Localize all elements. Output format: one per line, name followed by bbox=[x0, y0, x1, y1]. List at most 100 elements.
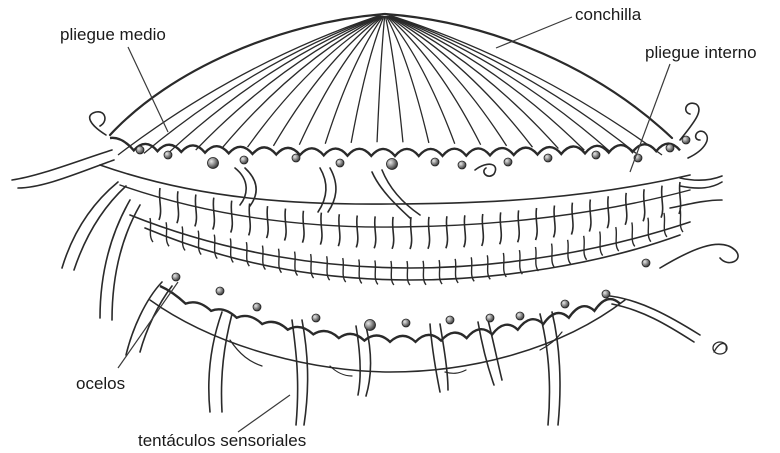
eye-ocelo bbox=[292, 154, 300, 162]
eye-ocelo bbox=[486, 314, 494, 322]
upper-short-tentacle bbox=[518, 210, 520, 242]
eye-ocelo bbox=[516, 312, 524, 320]
upper-short-tentacle bbox=[195, 194, 197, 226]
upper-short-tentacle bbox=[392, 217, 394, 249]
eye-ocelo bbox=[682, 136, 690, 144]
eye-ocelo bbox=[544, 154, 552, 162]
upper-short-tentacle bbox=[177, 191, 179, 223]
artist-monogram bbox=[713, 342, 727, 354]
eye-ocelo bbox=[164, 151, 172, 159]
upper-short-tentacle bbox=[625, 193, 627, 225]
upper-short-tentacle bbox=[338, 214, 340, 246]
eye-ocelo bbox=[208, 158, 219, 169]
eye-ocelo bbox=[136, 146, 144, 154]
inner-fold-tick bbox=[503, 253, 506, 277]
inner-fold-tick bbox=[407, 261, 410, 285]
inner-fold-tick bbox=[648, 218, 651, 242]
inner-fold-tick bbox=[519, 250, 522, 274]
leader-sensory-tentacles bbox=[238, 395, 290, 432]
inner-fold-tick bbox=[311, 254, 314, 278]
eyes-ocelos bbox=[136, 136, 690, 331]
shell-rib bbox=[377, 16, 385, 142]
label-inner-fold: pliegue interno bbox=[645, 44, 757, 61]
upper-short-tentacle bbox=[571, 203, 573, 235]
upper-short-tentacle bbox=[213, 198, 215, 230]
shell-rib bbox=[351, 16, 384, 143]
inner-fold-tick bbox=[230, 238, 233, 262]
shell-rib bbox=[391, 16, 636, 153]
leader-eyes bbox=[118, 282, 178, 368]
eye-ocelo bbox=[365, 320, 376, 331]
upper-short-tentacle bbox=[320, 213, 322, 245]
leader-inner-fold bbox=[630, 64, 670, 172]
lower-valve-outline bbox=[150, 300, 625, 376]
upper-short-tentacle bbox=[536, 208, 538, 240]
inner-fold-tick bbox=[166, 222, 169, 246]
inner-fold-tick bbox=[632, 222, 635, 246]
upper-short-tentacle bbox=[482, 214, 484, 246]
label-shell: conchilla bbox=[575, 6, 641, 23]
upper-short-tentacle bbox=[267, 206, 269, 238]
left-long-tentacles bbox=[12, 112, 140, 320]
shell-rib bbox=[273, 16, 382, 146]
eye-ocelo bbox=[431, 158, 439, 166]
upper-short-tentacle bbox=[607, 196, 609, 228]
inner-fold-tick bbox=[214, 235, 217, 259]
eye-ocelo bbox=[312, 314, 320, 322]
upper-short-tentacle bbox=[356, 215, 358, 247]
inner-fold-tick bbox=[616, 227, 619, 251]
upper-short-tentacle bbox=[500, 212, 502, 244]
inner-fold-tick bbox=[600, 232, 603, 256]
shell-rib bbox=[389, 16, 533, 147]
eye-ocelo bbox=[216, 287, 224, 295]
label-eyes: ocelos bbox=[76, 375, 125, 392]
inner-fold-tick bbox=[327, 256, 330, 280]
eye-ocelo bbox=[402, 319, 410, 327]
eye-ocelo bbox=[642, 259, 650, 267]
inner-fold-tick bbox=[198, 231, 201, 255]
shell-rib bbox=[144, 16, 379, 153]
shell-rib bbox=[248, 16, 382, 147]
eye-ocelo bbox=[336, 159, 344, 167]
upper-short-tentacle bbox=[661, 186, 663, 218]
upper-short-tentacle bbox=[589, 200, 591, 232]
eye-ocelo bbox=[240, 156, 248, 164]
inner-fold-tick bbox=[343, 258, 346, 282]
eye-ocelo bbox=[253, 303, 261, 311]
upper-short-tentacle bbox=[249, 203, 251, 235]
eye-ocelo bbox=[446, 316, 454, 324]
upper-short-tentacle bbox=[553, 205, 555, 237]
inner-fold-tick bbox=[391, 261, 394, 285]
upper-short-tentacle bbox=[410, 217, 412, 249]
upper-short-tentacle bbox=[446, 216, 448, 248]
label-middle-fold: pliegue medio bbox=[60, 26, 166, 43]
inner-fold-tick bbox=[359, 259, 362, 283]
inner-fold-tick bbox=[664, 213, 667, 237]
upper-short-tentacle bbox=[302, 211, 304, 243]
upper-short-tentacle bbox=[643, 189, 645, 221]
inner-fold-tick bbox=[568, 240, 571, 264]
shell-outline bbox=[110, 14, 672, 138]
upper-short-tentacle bbox=[159, 188, 161, 220]
upper-short-tentacle bbox=[464, 215, 466, 247]
leader-shell bbox=[496, 17, 572, 48]
inner-fold-tick bbox=[375, 260, 378, 284]
label-sensory-tentacles: tentáculos sensoriales bbox=[138, 432, 306, 449]
upper-short-tentacle bbox=[231, 201, 233, 233]
upper-short-tentacle bbox=[428, 217, 430, 249]
shell-ribs bbox=[118, 16, 662, 155]
eye-ocelo bbox=[561, 300, 569, 308]
upper-short-tentacle bbox=[374, 216, 376, 248]
upper-short-tentacle bbox=[285, 209, 287, 241]
eye-ocelo bbox=[666, 144, 674, 152]
inner-fold-tick bbox=[439, 260, 442, 284]
lower-fold-scallops bbox=[160, 286, 620, 342]
eye-ocelo bbox=[458, 161, 466, 169]
upper-mantle-body bbox=[100, 165, 690, 227]
eye-ocelo bbox=[602, 290, 610, 298]
eye-ocelo bbox=[592, 151, 600, 159]
inner-fold-tick bbox=[584, 236, 587, 260]
eye-ocelo bbox=[504, 158, 512, 166]
eye-ocelo bbox=[387, 159, 398, 170]
